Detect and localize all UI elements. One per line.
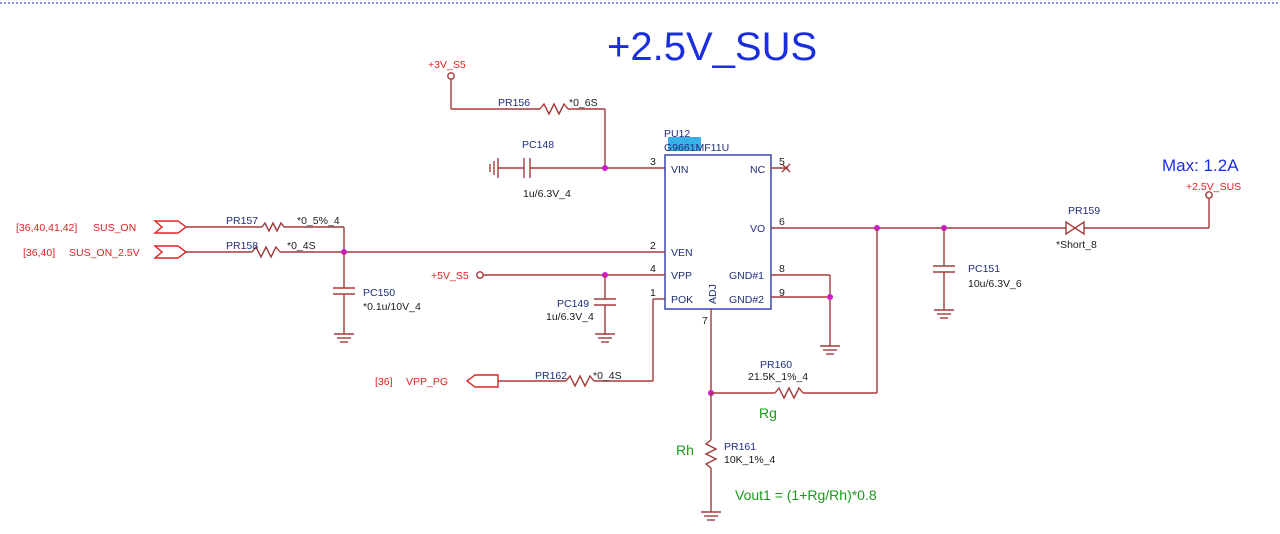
resistor-pr160 xyxy=(774,386,804,400)
ic-part-number: G9661MF11U xyxy=(664,142,729,154)
pr162-value: *0_4S xyxy=(593,370,622,382)
port-vpp-pg xyxy=(465,374,499,388)
resistor-pr157 xyxy=(261,221,285,233)
pin-vin-label: VIN xyxy=(671,164,689,176)
pin-pok-label: POK xyxy=(671,294,693,306)
pc149-value: 1u/6.3V_4 xyxy=(546,311,594,323)
ic-pu12-body xyxy=(664,154,772,310)
pin-number-gnd1: 8 xyxy=(779,263,785,275)
pin-gnd2-label: GND#2 xyxy=(729,294,764,306)
vout-formula: Vout1 = (1+Rg/Rh)*0.8 xyxy=(735,487,877,503)
pin-number-vo: 6 xyxy=(779,216,785,228)
ic-label-highlight xyxy=(668,137,701,151)
pin-ven-label: VEN xyxy=(671,247,693,259)
pc148-ref: PC148 xyxy=(522,139,554,151)
resistor-pr158 xyxy=(251,245,281,259)
resistor-pr156 xyxy=(539,102,569,116)
pr158-value: *0_4S xyxy=(287,240,316,252)
junction xyxy=(602,165,608,171)
pr156-value: *0_6S xyxy=(569,97,598,109)
pr159-ref: PR159 xyxy=(1068,205,1100,217)
ground-symbol-pc148 xyxy=(489,158,499,178)
net-5v-s5-label: +5V_S5 xyxy=(431,270,469,282)
no-connect-marker xyxy=(781,163,791,173)
resistor-pr161 xyxy=(704,439,718,469)
pr159-value: *Short_8 xyxy=(1056,239,1097,251)
ground-symbol-pc151 xyxy=(934,309,954,319)
resistor-pr162 xyxy=(565,374,595,388)
pin-number-pok: 1 xyxy=(650,287,656,299)
pr158-ref: PR158 xyxy=(226,240,258,252)
pr160-ref: PR160 xyxy=(760,359,792,371)
ground-symbol-pc150 xyxy=(334,333,354,343)
ground-symbol-ic xyxy=(820,345,840,355)
power-port-5v-s5 xyxy=(476,271,484,279)
pin-number-gnd2: 9 xyxy=(779,287,785,299)
ground-symbol-pc149 xyxy=(595,333,615,343)
net-3v-s5-label: +3V_S5 xyxy=(428,59,466,71)
pin-gnd1-label: GND#1 xyxy=(729,270,764,282)
pc150-value: *0.1u/10V_4 xyxy=(363,301,421,313)
max-current-note: Max: 1.2A xyxy=(1162,156,1239,175)
pc151-value: 10u/6.3V_6 xyxy=(968,278,1022,290)
rh-label: Rh xyxy=(676,442,694,458)
pc150-ref: PC150 xyxy=(363,287,395,299)
junction xyxy=(827,294,833,300)
pr161-value: 10K_1%_4 xyxy=(724,454,776,466)
rg-label: Rg xyxy=(759,405,777,421)
pin-number-nc: 5 xyxy=(779,156,785,168)
pr157-ref: PR157 xyxy=(226,215,258,227)
pin-number-adj: 7 xyxy=(702,315,708,327)
pin-number-vin: 3 xyxy=(650,156,656,168)
power-port-3v-s5 xyxy=(447,72,455,80)
sus-on-sheet-ref: [36,40,41,42] xyxy=(16,222,77,234)
pin-number-ven: 2 xyxy=(650,240,656,252)
net-vpp-pg-label: VPP_PG xyxy=(406,376,448,388)
net-sus-on-label: SUS_ON xyxy=(93,222,136,234)
pin-number-vpp: 4 xyxy=(650,263,656,275)
vpp-pg-sheet-ref: [36] xyxy=(375,376,393,388)
sus-on-25-sheet-ref: [36,40] xyxy=(23,247,55,259)
power-port-25v-sus xyxy=(1205,191,1213,199)
net-sus-on-25-label: SUS_ON_2.5V xyxy=(69,247,140,259)
pin-vo-label: VO xyxy=(750,223,765,235)
ground-symbol-pr161 xyxy=(701,511,721,521)
pc149-ref: PC149 xyxy=(557,298,589,310)
pin-vpp-label: VPP xyxy=(671,270,692,282)
port-sus-on xyxy=(153,220,188,234)
pr162-ref: PR162 xyxy=(535,370,567,382)
pc148-value: 1u/6.3V_4 xyxy=(523,188,571,200)
pc151-ref: PC151 xyxy=(968,263,1000,275)
pr160-value: 21.5K_1%_4 xyxy=(748,371,808,383)
pr157-value: *0_5%_4 xyxy=(297,215,340,227)
sheet-title: +2.5V_SUS xyxy=(607,25,817,69)
pin-adj-label: ADJ xyxy=(707,284,719,304)
net-25v-sus-label: +2.5V_SUS xyxy=(1186,181,1241,193)
pr161-ref: PR161 xyxy=(724,441,756,453)
short-pr159 xyxy=(1065,220,1085,236)
pin-nc-label: NC xyxy=(750,164,766,176)
pr156-ref: PR156 xyxy=(498,97,530,109)
port-sus-on-25 xyxy=(153,245,188,259)
